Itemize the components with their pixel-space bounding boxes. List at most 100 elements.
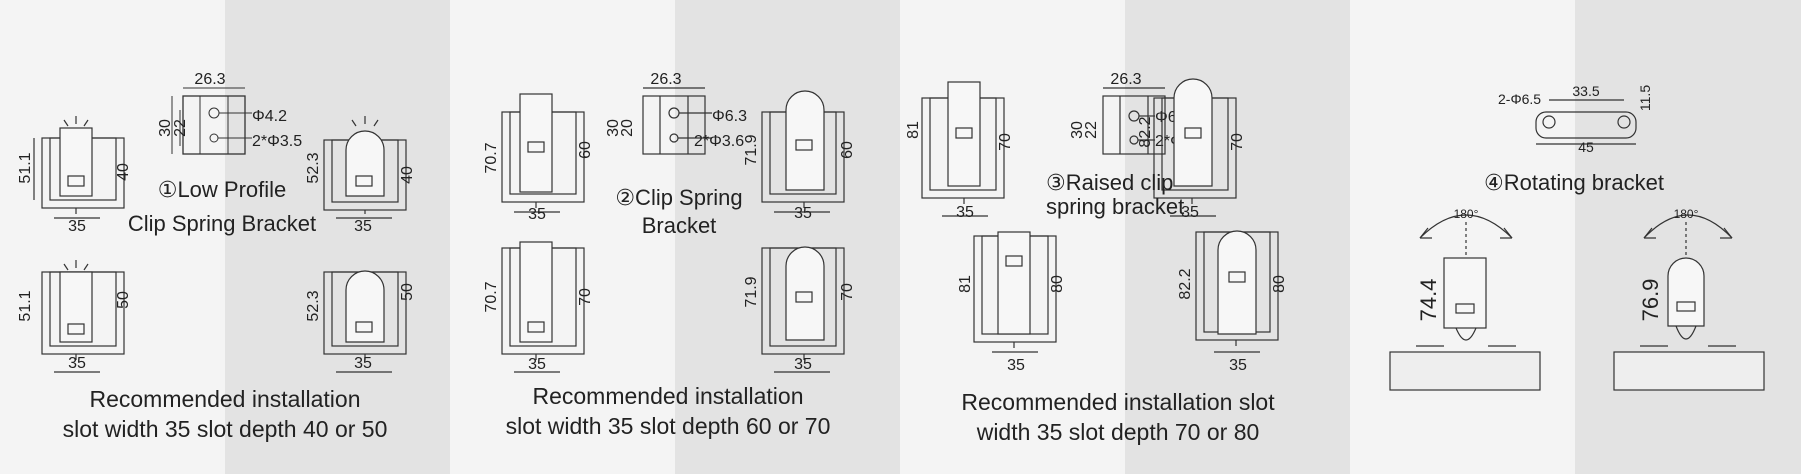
br-left-dim: 71.9 [743,276,760,307]
bracket-drawing [1102,87,1166,155]
bracket-title-line-2: Clip Spring Bracket [128,211,316,236]
right-rotation-angle: 180° [1674,207,1699,221]
profile-fixture-bottom-right [323,270,407,373]
bl-bottom-dim: 35 [1007,357,1025,374]
bracket-width: 26.3 [650,71,681,88]
bracket-height-1: 30 [1069,121,1086,139]
recommendation-line-1: Recommended installation [89,386,360,412]
recommendation-line-1: Recommended installation slot [961,389,1275,415]
profile-fixture-bottom-left [973,231,1057,353]
br-bottom-dim: 35 [354,355,372,372]
rotating-bracket-drawing [1535,99,1637,145]
tr-bottom-dim: 35 [794,205,812,222]
bracket-width: 45 [1578,139,1594,155]
tl-bottom-dim: 35 [528,206,546,223]
bracket-height-2: 22 [1083,121,1100,139]
bl-right-dim: 70 [577,288,594,306]
tr-right-dim: 40 [399,166,416,184]
br-right-dim: 80 [1271,275,1288,293]
profile-fixture-bottom-left [501,241,585,373]
bracket-drawing [642,87,712,155]
tl-left-dim: 51.1 [17,152,34,183]
recommendation-line-2: slot width 35 slot depth 60 or 70 [506,413,831,439]
bracket-title-line-1: ②Clip Spring [615,185,742,210]
bracket-hole-2: 2*Φ3.6 [694,133,744,150]
profile-fixture-top-right [323,116,407,219]
bracket-title-line-1: ①Low Profile [158,177,287,202]
bracket-holes: 2-Φ6.5 [1498,91,1541,107]
tl-right-dim: 60 [577,141,594,159]
bracket-width: 26.3 [1110,71,1141,88]
panel-raised-clip: 26.3 30 22 Φ6.3 2*Φ3.5 81 70 35 [900,0,1350,474]
bl-left-dim: 51.1 [17,290,34,321]
br-left-dim: 52.3 [305,290,322,321]
br-right-dim: 70 [839,283,856,301]
tr-bottom-dim: 35 [1181,204,1199,221]
bl-bottom-dim: 35 [68,355,86,372]
panel-rotating-bracket: 2-Φ6.5 33.5 11.5 45 ④Rotating bracket 18… [1350,0,1801,474]
bl-left-dim: 70.7 [483,281,500,312]
panel-low-profile: 26.3 30 22 Φ4.2 2*Φ3.5 51.1 40 35 [0,0,450,474]
tr-left-dim: 52.3 [305,152,322,183]
bracket-height-1: 30 [157,119,174,137]
bracket-title-line-2: spring bracket [1046,194,1184,219]
panel-clip-spring: 26.3 30 20 Φ6.3 2*Φ3.6 70.7 60 35 [450,0,900,474]
tr-bottom-dim: 35 [354,218,372,235]
panel-3-drawing: 26.3 30 22 Φ6.3 2*Φ3.5 81 70 35 [905,71,1288,445]
profile-fixture-top-right [1153,78,1237,217]
profile-fixture-top-left [33,116,125,219]
profile-fixture-bottom-right [1195,230,1279,353]
br-left-dim: 82.2 [1177,268,1194,299]
tr-left-dim: 82.2 [1137,116,1154,147]
rotating-fixture-left [1389,214,1541,391]
br-right-dim: 50 [399,283,416,301]
bracket-hole-1: Φ6.3 [712,108,747,125]
tr-right-dim: 70 [1229,133,1246,151]
profile-fixture-top-left [921,81,1005,217]
panel-bg-light [1350,0,1575,474]
bl-bottom-dim: 35 [528,356,546,373]
profile-fixture-top-left [501,93,585,213]
tl-right-dim: 70 [997,133,1014,151]
panel-bg-dark [1575,0,1801,474]
left-height-dim: 74.4 [1416,279,1441,322]
tl-left-dim: 81 [905,121,922,139]
panel-bg-light [0,0,225,474]
tr-left-dim: 71.9 [743,134,760,165]
panel-1-drawing: 26.3 30 22 Φ4.2 2*Φ3.5 51.1 40 35 [17,71,416,442]
tl-bottom-dim: 35 [68,218,86,235]
bl-right-dim: 50 [115,291,132,309]
profile-fixture-bottom-right [761,246,845,373]
bracket-drawing [171,87,252,155]
profile-fixture-bottom-left [41,260,125,373]
bl-right-dim: 80 [1049,275,1066,293]
panel-2-drawing: 26.3 30 20 Φ6.3 2*Φ3.6 70.7 60 35 [483,71,856,439]
bl-left-dim: 81 [957,275,974,293]
bracket-height-2: 22 [172,119,189,137]
tl-left-dim: 70.7 [483,142,500,173]
recommendation-line-2: slot width 35 slot depth 40 or 50 [63,416,388,442]
br-bottom-dim: 35 [1229,357,1247,374]
bracket-height: 11.5 [1637,85,1653,111]
left-rotation-angle: 180° [1454,207,1479,221]
panel-bg-dark [225,0,450,474]
tr-right-dim: 60 [839,141,856,159]
panel-bg-light [450,0,675,474]
rotating-bracket-title: ④Rotating bracket [1484,170,1664,195]
bracket-hole-2: 2*Φ3.5 [252,133,302,150]
bracket-title-line-2: Bracket [642,213,717,238]
br-bottom-dim: 35 [794,356,812,373]
profile-fixture-top-right [761,90,845,213]
right-height-dim: 76.9 [1638,279,1663,322]
panel-4-drawing: 2-Φ6.5 33.5 11.5 45 ④Rotating bracket 18… [1389,83,1765,391]
bracket-spacing: 33.5 [1572,83,1599,99]
tl-right-dim: 40 [115,163,132,181]
bracket-hole-1: Φ4.2 [252,108,287,125]
bracket-width: 26.3 [194,71,225,88]
bracket-height-1: 30 [605,119,622,137]
bracket-height-2: 20 [619,119,636,137]
recommendation-line-2: width 35 slot depth 70 or 80 [976,419,1260,445]
tl-bottom-dim: 35 [956,204,974,221]
recommendation-line-1: Recommended installation [532,383,803,409]
